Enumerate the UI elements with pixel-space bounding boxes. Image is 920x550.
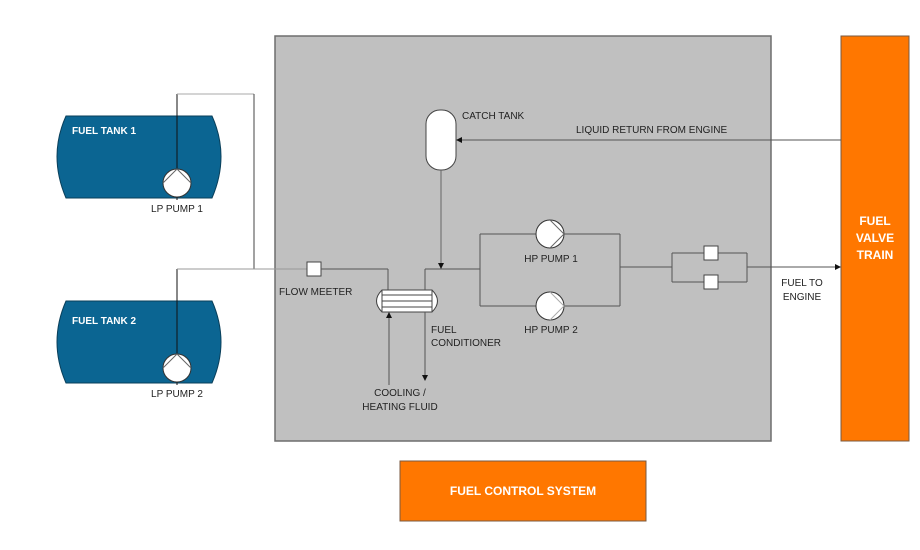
hp-pump-loop	[479, 233, 672, 307]
fuel-tank-2[interactable]	[56, 300, 222, 384]
valve-2[interactable]	[703, 274, 719, 290]
lp-pump-2-label: LP PUMP 2	[151, 389, 203, 400]
fuel-control-system-title: FUEL CONTROL SYSTEM	[450, 484, 596, 498]
flow-meter-label: FLOW MEETER	[279, 287, 352, 298]
cooling-label-1: COOLING /	[374, 388, 426, 399]
fuel-valve-train-label-1: FUEL	[859, 214, 890, 228]
fuel-to-engine-label-2: ENGINE	[783, 292, 822, 303]
cooling-label-2: HEATING FLUID	[362, 402, 437, 413]
hp-pump-1-label: HP PUMP 1	[524, 254, 578, 265]
fuel-to-engine-label-1: FUEL TO	[781, 278, 823, 289]
catch-tank[interactable]	[425, 109, 457, 171]
fuel-valve-train-label-2: VALVE	[856, 231, 894, 245]
lp-pump-1-label: LP PUMP 1	[151, 204, 203, 215]
catch-tank-label: CATCH TANK	[462, 111, 525, 122]
fuel-control-system-panel	[274, 35, 772, 442]
valve-loop	[671, 252, 748, 283]
lp-pump-1[interactable]	[162, 168, 192, 198]
hp-pump-2-label: HP PUMP 2	[524, 325, 578, 336]
fuel-valve-train-label-3: TRAIN	[857, 248, 894, 262]
flow-meter[interactable]	[306, 261, 322, 277]
hp-pump-1[interactable]	[535, 219, 565, 249]
fuel-conditioner-label-2: CONDITIONER	[431, 338, 501, 349]
lp-piping	[176, 93, 307, 385]
liquid-return-label: LIQUID RETURN FROM ENGINE	[576, 125, 727, 136]
fuel-tank-1-label: FUEL TANK 1	[72, 126, 137, 137]
fuel-control-system-title-box[interactable]	[399, 460, 647, 522]
fuel-conditioner-label-1: FUEL	[431, 325, 457, 336]
fuel-conditioner[interactable]	[376, 289, 438, 313]
lp-pump-2[interactable]	[162, 353, 192, 383]
valve-1[interactable]	[703, 245, 719, 261]
hp-pump-2[interactable]	[535, 291, 565, 321]
fuel-valve-train-block[interactable]	[840, 35, 910, 442]
fuel-tank-2-label: FUEL TANK 2	[72, 316, 137, 327]
